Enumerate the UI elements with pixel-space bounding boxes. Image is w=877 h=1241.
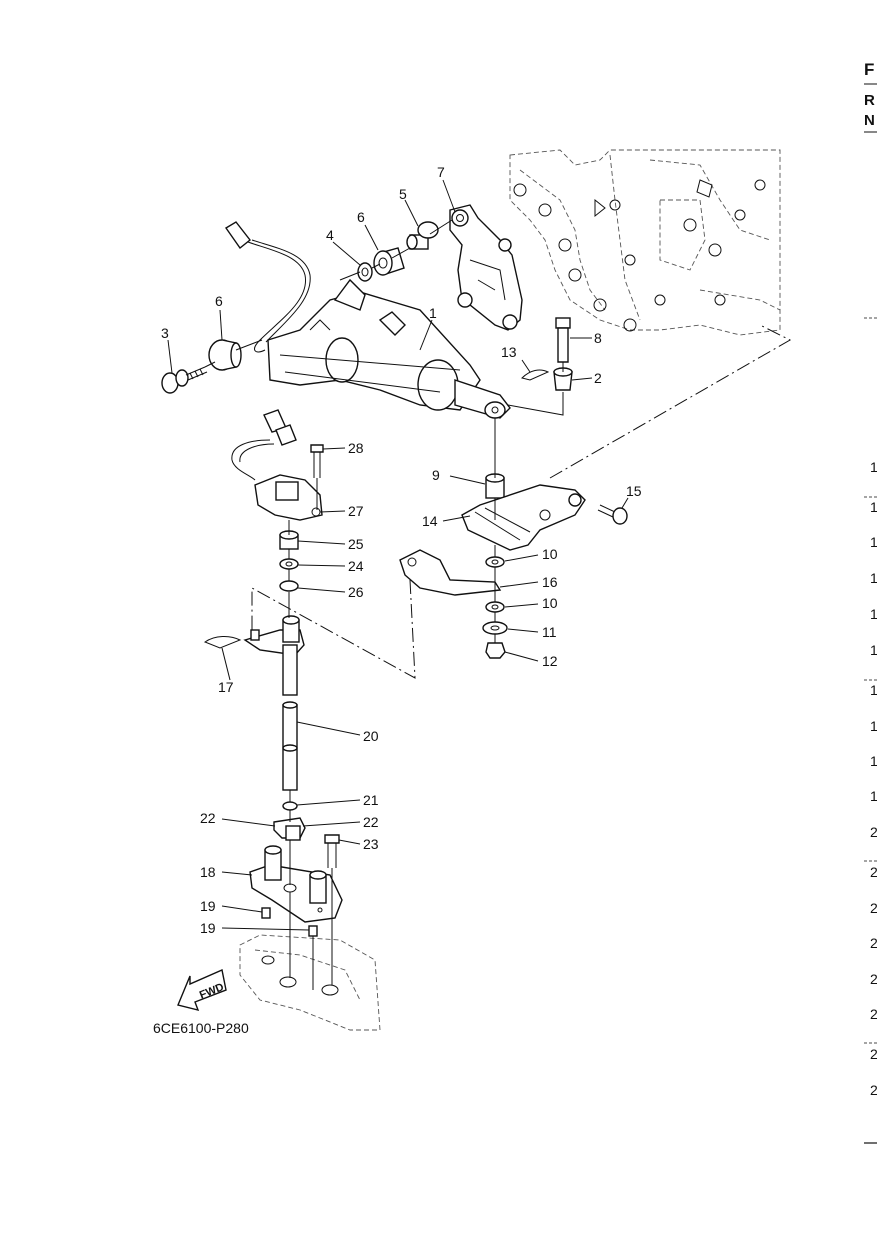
washer-part-11: [482, 621, 508, 635]
callout-22-right: 22: [363, 814, 379, 830]
right-edge-row: 1: [870, 534, 877, 550]
callout-19-upper: 19: [200, 898, 216, 914]
washer-part-10-lower: [485, 601, 505, 613]
callout-12: 12: [542, 653, 558, 669]
right-edge-row: 2: [870, 1006, 877, 1022]
arm-part-16: [399, 549, 502, 596]
bolt-part-28: [310, 444, 324, 478]
right-edge-header-n: N: [864, 112, 875, 129]
shift-rod-part-20: [282, 644, 298, 791]
right-edge-row: 2: [870, 1046, 877, 1062]
callout-18: 18: [200, 864, 216, 880]
right-edge-row: 1: [870, 718, 877, 734]
clip-part-13: [521, 369, 550, 381]
leader-lines: [167, 179, 629, 931]
callout-1: 1: [429, 305, 437, 321]
right-edge-row: 1: [870, 606, 877, 622]
callout-25: 25: [348, 536, 364, 552]
callout-17: 17: [218, 679, 234, 695]
washer-part-24: [279, 558, 299, 570]
callout-labels: 1 2 3 4 5 6 6 7 8 9 10 10 11 12 13 14 15…: [161, 164, 642, 936]
right-edge-row: 1: [870, 788, 877, 804]
right-edge-row: 2: [870, 864, 877, 880]
bolt-part-3: [161, 366, 208, 394]
right-edge-header-f: F: [864, 60, 874, 79]
grommet-part-22: [273, 817, 306, 841]
callout-15: 15: [626, 483, 642, 499]
callout-14: 14: [422, 513, 438, 529]
callout-6-upper: 6: [357, 209, 365, 225]
collar-part-9: [485, 473, 505, 499]
clip-part-26: [279, 580, 299, 592]
wire-harness-lower: [231, 409, 297, 481]
callout-9: 9: [432, 467, 440, 483]
callout-13: 13: [501, 344, 517, 360]
callout-5: 5: [399, 186, 407, 202]
callout-7: 7: [437, 164, 445, 180]
callout-28: 28: [348, 440, 364, 456]
right-edge-row: 1: [870, 459, 877, 475]
bolt-part-15: [597, 504, 628, 525]
callout-19-lower: 19: [200, 920, 216, 936]
lower-case-outline: [239, 934, 381, 1031]
callout-8: 8: [594, 330, 602, 346]
bushing-part-6-upper: [373, 247, 405, 276]
callout-16: 16: [542, 574, 558, 590]
nut-part-12: [485, 642, 506, 659]
washer-part-10-upper: [485, 556, 505, 568]
right-edge-row: 2: [870, 1082, 877, 1098]
callout-26: 26: [348, 584, 364, 600]
callout-11: 11: [542, 624, 557, 640]
callout-21: 21: [363, 792, 379, 808]
right-edge-column: F R N 1 1 1 1 1 1 1 1 1 1 2 2 2 2 2 2 2 …: [864, 60, 877, 1144]
right-edge-row: 1: [870, 682, 877, 698]
switch-assy-part-27: [254, 474, 323, 521]
shift-shaft-part-1: [267, 278, 511, 419]
right-edge-row: 2: [870, 971, 877, 987]
callout-22-left: 22: [200, 810, 216, 826]
callout-6-lower: 6: [215, 293, 223, 309]
callout-27: 27: [348, 503, 364, 519]
right-edge-row: 2: [870, 824, 877, 840]
callout-23: 23: [363, 836, 379, 852]
bracket-part-7: [449, 204, 523, 331]
bushing-part-25: [279, 530, 299, 550]
right-edge-header-r: R: [864, 92, 875, 109]
callout-20: 20: [363, 728, 379, 744]
fwd-arrow-icon: FWD: [177, 969, 227, 1012]
callout-3: 3: [161, 325, 169, 341]
o-ring-part-21: [282, 801, 298, 811]
callout-10-upper: 10: [542, 546, 558, 562]
pin-part-8: [555, 317, 571, 363]
assembly-lines: [204, 219, 792, 990]
engine-block-outline: [509, 149, 781, 336]
callout-24: 24: [348, 558, 364, 574]
wire-harness-upper: [224, 221, 311, 353]
right-edge-row: 1: [870, 753, 877, 769]
right-edge-row: 2: [870, 935, 877, 951]
callout-10-lower: 10: [542, 595, 558, 611]
right-edge-row: 1: [870, 570, 877, 586]
bushing-part-6-lower: [208, 339, 242, 371]
diagram-code: 6CE6100-P280: [153, 1020, 249, 1036]
collar-part-5: [406, 221, 439, 250]
callout-4: 4: [326, 227, 334, 243]
right-edge-row: 1: [870, 499, 877, 515]
washer-part-4: [357, 262, 373, 282]
shift-lever-part-14: [461, 484, 586, 551]
cotter-pin-part-17: [203, 636, 242, 649]
right-edge-row: 2: [870, 900, 877, 916]
callout-2: 2: [594, 370, 602, 386]
bolt-part-23: [324, 834, 340, 868]
right-edge-row: 1: [870, 642, 877, 658]
